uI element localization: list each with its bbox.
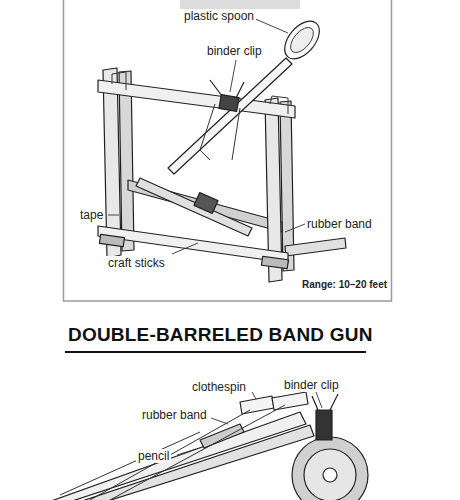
part-label: rubber band (140, 408, 209, 422)
band-gun-drawing (40, 392, 368, 500)
part-label: pencil (136, 449, 171, 463)
section-title: DOUBLE-BARRELED BAND GUN (68, 324, 373, 346)
title-rule (65, 351, 366, 353)
catapult-drawing (98, 15, 346, 282)
rubber-band-drawing (60, 405, 285, 500)
part-label: binder clip (205, 44, 264, 58)
tab-strip (180, 0, 300, 9)
range-note: Range: 10–20 feet (300, 278, 389, 292)
panel-border (64, 0, 392, 301)
leader-lines (177, 392, 322, 455)
part-label: binder clip (282, 378, 341, 392)
part-label: tape (78, 208, 105, 222)
part-label: craft sticks (106, 256, 167, 270)
part-label: plastic spoon (182, 9, 256, 23)
leader-lines (108, 18, 305, 254)
part-label: clothespin (190, 380, 248, 394)
part-label: rubber band (305, 217, 374, 231)
rubber-band-drawing (112, 72, 288, 160)
